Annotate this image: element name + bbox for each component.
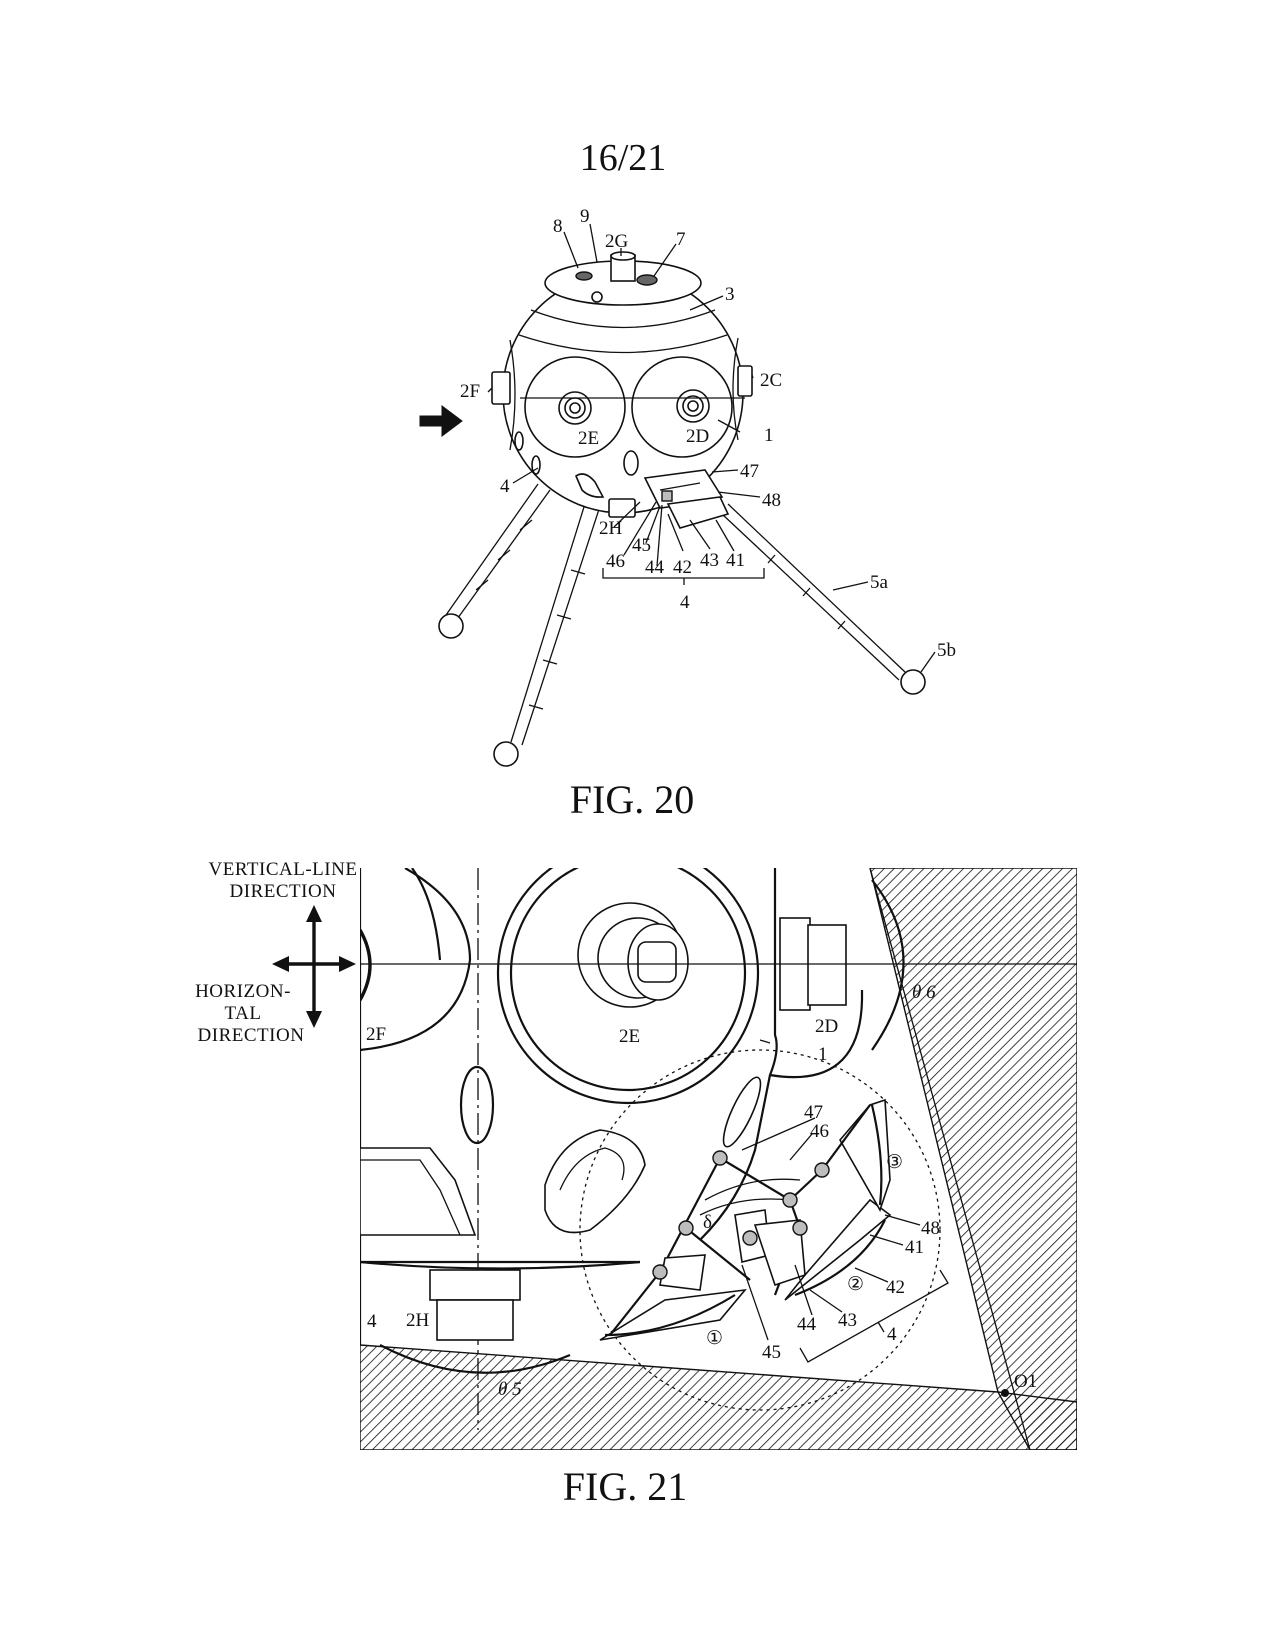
leg-front: [493, 493, 604, 767]
fig20-caption: FIG. 20: [570, 777, 694, 822]
fig21-label-42: 42: [886, 1277, 905, 1298]
fig20-label-48: 48: [762, 490, 781, 511]
fig21-label-44: 44: [797, 1314, 817, 1335]
fig20-label-4-upper: 4: [500, 476, 510, 497]
sheet-number: 16/21: [580, 137, 667, 179]
direction-vertical-line1: VERTICAL-LINE: [209, 859, 358, 880]
direction-vertical-line2: DIRECTION: [230, 881, 337, 902]
fig20-label-46: 46: [606, 551, 625, 572]
fig20-label-2F: 2F: [460, 381, 480, 402]
fig20-label-5b: 5b: [937, 640, 956, 661]
direction-horizontal-line3: DIRECTION: [198, 1025, 305, 1046]
fig21-label-45: 45: [762, 1342, 781, 1363]
fig20-label-9: 9: [580, 206, 590, 227]
fig20-label-47: 47: [740, 461, 759, 482]
fig21-label-48: 48: [921, 1218, 940, 1239]
ground-hatch-right: [869, 868, 1077, 1450]
fig21-labels: 2F 2E 2D 1 θ 6 47 46 ③ δ 48 41 ② 42 43 4…: [366, 982, 1037, 1400]
ground-hatch-bottom: [360, 1344, 1077, 1450]
fig21-label-delta: δ: [703, 1212, 712, 1233]
fig20-label-43: 43: [700, 550, 719, 571]
fig20-label-41: 41: [726, 550, 745, 571]
fig21-label-O1: O1: [1014, 1371, 1037, 1392]
fig21-label-2F: 2F: [366, 1024, 386, 1045]
fig21-drawing: [360, 868, 1077, 1450]
fig20-label-3: 3: [725, 284, 735, 305]
fig20-label-2H: 2H: [599, 518, 623, 539]
fig21-label-2D: 2D: [815, 1016, 838, 1037]
direction-horizontal-line2: TAL: [225, 1003, 262, 1024]
fig20-label-2E: 2E: [578, 428, 599, 449]
leg-left: [438, 483, 551, 639]
fig20-label-42: 42: [673, 557, 692, 578]
fig21-label-2H: 2H: [406, 1310, 430, 1331]
fig21-label-2E: 2E: [619, 1026, 640, 1047]
fig21-caption: FIG. 21: [563, 1464, 687, 1509]
fig20-drawing: 8 9 2G 7 3 2C 2F 2E 2D 1 47 4 48 2H 46 4…: [419, 206, 956, 767]
arrow-down-icon: [306, 1011, 322, 1028]
fig20-label-5a: 5a: [870, 572, 889, 593]
fig21-label-1: 1: [818, 1044, 828, 1065]
fig21-label-circled-1: ①: [706, 1328, 723, 1349]
fig21-label-circled-3: ③: [886, 1152, 903, 1173]
fig21-label-47: 47: [804, 1102, 823, 1123]
view-direction-arrow: [419, 405, 463, 437]
fig20-label-2D: 2D: [686, 426, 709, 447]
arrow-left-icon: [272, 956, 289, 972]
fig20-label-7: 7: [676, 229, 686, 250]
fig20-label-45: 45: [632, 535, 651, 556]
fig20-label-4-bracket: 4: [680, 592, 690, 613]
arrow-right-icon: [339, 956, 356, 972]
direction-indicator: VERTICAL-LINE DIRECTION HORIZON- TAL DIR…: [195, 859, 357, 1046]
fig21-label-4-left: 4: [367, 1311, 377, 1332]
fig20-label-44: 44: [645, 557, 665, 578]
fig21-label-4-bracket: 4: [887, 1324, 897, 1345]
fig21-label-46: 46: [810, 1121, 829, 1142]
leg-right: [721, 503, 926, 695]
fig20-label-2G: 2G: [605, 231, 629, 252]
arrow-up-icon: [306, 905, 322, 922]
direction-horizontal-line1: HORIZON-: [195, 981, 291, 1002]
fig20-label-2C: 2C: [760, 370, 782, 391]
fig21-label-circled-2: ②: [847, 1274, 864, 1295]
fig20-label-1: 1: [764, 425, 774, 446]
fig21-label-41: 41: [905, 1237, 924, 1258]
fig21-label-43: 43: [838, 1310, 857, 1331]
fig20-label-8: 8: [553, 216, 563, 237]
fig21-label-theta5: θ 5: [498, 1379, 522, 1400]
fig21-label-theta6: θ 6: [912, 982, 936, 1003]
